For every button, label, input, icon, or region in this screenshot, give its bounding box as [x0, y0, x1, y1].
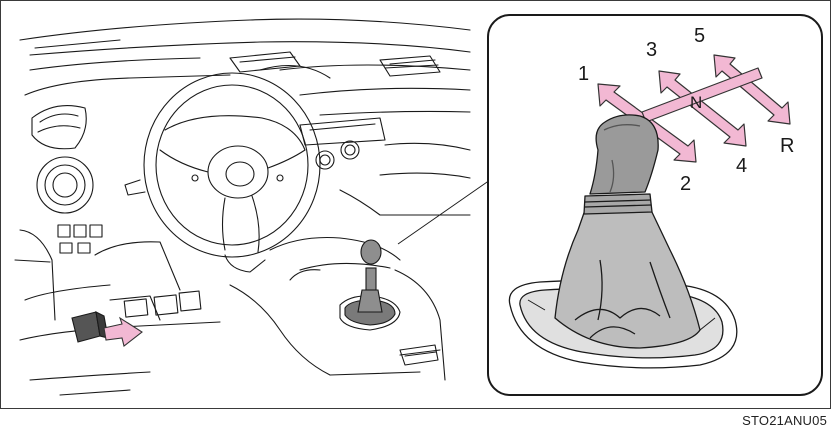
- gear-label-1: 1: [578, 63, 589, 85]
- gear-label-5: 5: [694, 25, 705, 47]
- gear-label-r: R: [780, 135, 794, 157]
- gear-label-3: 3: [646, 39, 657, 61]
- clutch-pedal-area: [72, 312, 142, 346]
- gear-label-2: 2: [680, 173, 691, 195]
- figure-code: STO21ANU05: [742, 413, 827, 428]
- gear-label-n: N: [690, 93, 702, 112]
- gear-label-4: 4: [736, 155, 747, 177]
- shift-knob-small: [345, 240, 395, 325]
- callout-leader-line: [398, 180, 490, 244]
